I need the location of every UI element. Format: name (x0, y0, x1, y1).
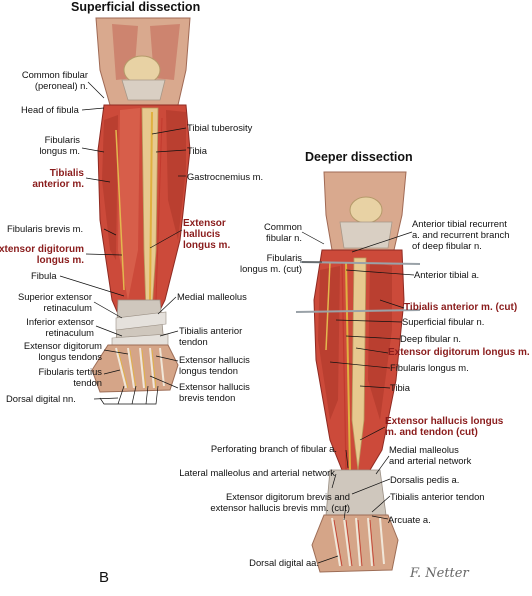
label-fibularis-brevis: Fibularis brevis m. (7, 223, 84, 234)
artist-signature: F. Netter (410, 566, 469, 581)
label-gastrocnemius: Gastrocnemius m. (187, 171, 264, 182)
label-tibial-tuberosity: Tibial tuberosity (187, 122, 253, 133)
label-superficial-fibular-n: Superficial fibular n. (402, 316, 485, 327)
label-anterior-tibial-a: Anterior tibial a. (414, 269, 480, 280)
panel-label: B (99, 569, 110, 586)
label-dorsalis-pedis: Dorsalis pedis a. (390, 474, 460, 485)
label-perforating-branch: Perforating branch of fibular a. (210, 443, 337, 454)
label-deep-tibialis-anterior-tendon: Tibialis anterior tendon (390, 491, 485, 502)
label-tibia: Tibia (187, 145, 207, 156)
label-deep-tibialis-anterior-cut: Tibialis anterior m. (cut) (404, 302, 518, 313)
superficial-leg-drawing (91, 17, 191, 393)
label-arcuate-a: Arcuate a. (388, 514, 431, 525)
label-lateral-malleolus-network: Lateral malleolus and arterial network (179, 467, 335, 478)
label-dorsal-digital-aa: Dorsal digital aa. (249, 557, 319, 568)
deeper-title: Deeper dissection (305, 150, 413, 164)
label-common-fibular-n: Common fibular(peroneal) n. (21, 69, 88, 91)
label-deep-fibularis-longus: Fibularis longus m. (390, 362, 469, 373)
label-deep-extensor-digitorum-longus: Extensor digitorum longus m. (388, 347, 530, 358)
deeper-leader-lines (301, 231, 415, 564)
label-deep-tibia: Tibia (390, 382, 410, 393)
superficial-leader-lines (59, 81, 187, 405)
label-deep-fibular-n: Deep fibular n. (400, 333, 461, 344)
label-head-of-fibula: Head of fibula (21, 104, 79, 115)
label-medial-malleolus: Medial malleolus (177, 291, 247, 302)
label-fibula: Fibula (31, 270, 57, 281)
label-dorsal-digital-nn: Dorsal digital nn. (6, 393, 76, 404)
superficial-title: Superficial dissection (71, 0, 201, 14)
